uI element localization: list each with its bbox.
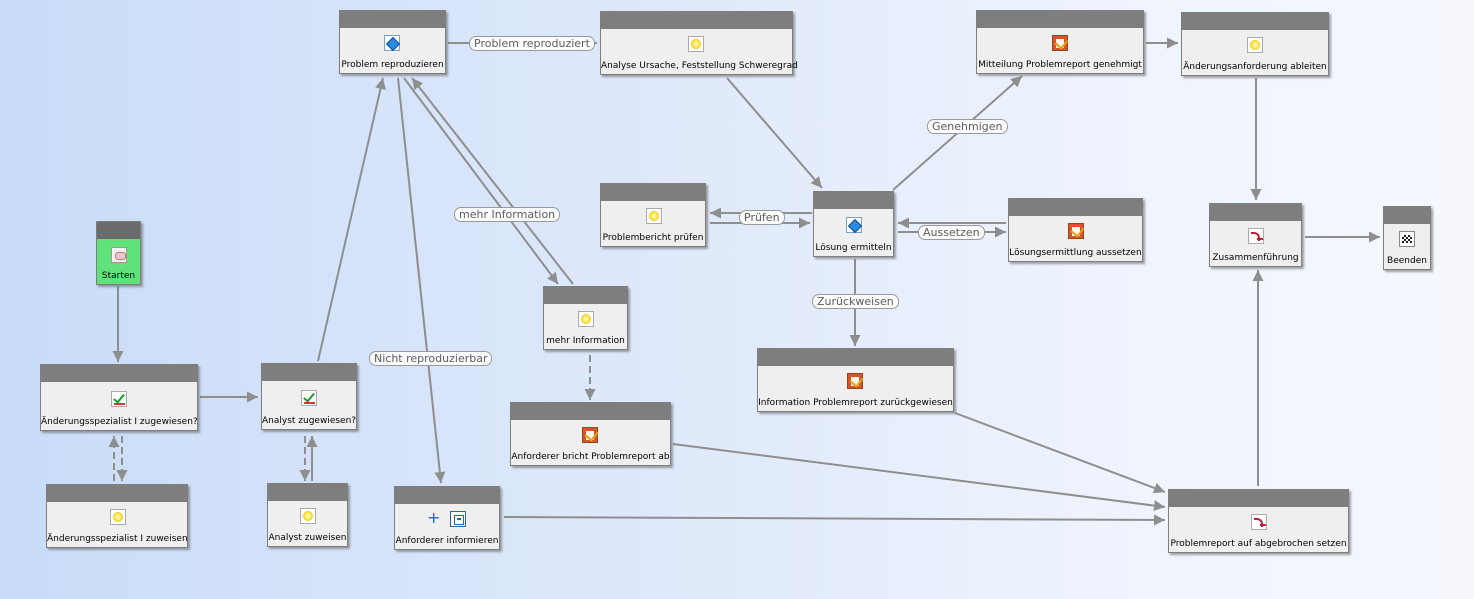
node-loesungsermittlung-aussetzen[interactable]: Lösungsermittlung aussetzen xyxy=(1008,198,1143,262)
check-icon xyxy=(111,391,127,407)
edge-label-pruefen: Prüfen xyxy=(739,210,785,225)
node-label: Lösungsermittlung aussetzen xyxy=(1009,248,1142,258)
node-problembericht-pruefen[interactable]: Problembericht prüfen xyxy=(600,183,706,247)
merge-icon xyxy=(1248,228,1264,244)
clipboard-icon xyxy=(1052,35,1068,51)
clipboard-icon xyxy=(582,427,598,443)
node-analyst-zugewiesen[interactable]: Analyst zugewiesen? xyxy=(261,363,357,430)
node-spezialist-zugewiesen[interactable]: Änderungsspezialist I zugewiesen? xyxy=(40,364,198,431)
edge-label-mehr-information: mehr Information xyxy=(454,207,561,222)
edge-label-zurueckweisen: Zurückweisen xyxy=(812,294,899,309)
edge-analyse-to-loesung xyxy=(726,77,823,189)
start-icon xyxy=(111,247,127,263)
edge-label-problem-reproduziert: Problem reproduziert xyxy=(469,36,595,51)
node-problemreport-abgebrochen[interactable]: Problemreport auf abgebrochen setzen xyxy=(1168,489,1349,553)
node-mitteilung-genehmigt[interactable]: Mitteilung Problemreport genehmigt xyxy=(976,10,1144,74)
edge-reproduzieren-to-mehrinfo xyxy=(403,77,559,285)
edge-label-aussetzen: Aussetzen xyxy=(918,225,985,240)
node-label: Problem reproduzieren xyxy=(341,60,444,70)
node-label: Problembericht prüfen xyxy=(602,233,704,243)
star-icon xyxy=(646,208,662,224)
edge-label-nicht-reproduzierbar: Nicht reproduzierbar xyxy=(369,351,493,366)
edge-analyst-to-reproduzieren xyxy=(317,77,386,362)
star-icon xyxy=(688,36,704,52)
node-anforderer-informieren[interactable]: + Anforderer informieren xyxy=(394,486,500,550)
node-label: Analyst zuweisen xyxy=(268,533,347,543)
node-information-zurueckgewiesen[interactable]: Information Problemreport zurückgewiesen xyxy=(757,348,954,412)
node-label: mehr Information xyxy=(546,336,625,346)
star-icon xyxy=(300,508,316,524)
node-beenden[interactable]: Beenden xyxy=(1383,206,1431,270)
node-loesung-ermitteln[interactable]: Lösung ermitteln xyxy=(813,191,894,257)
finish-flag-icon xyxy=(1399,231,1415,247)
edge-zurueckgewiesen-to-abgebrochen xyxy=(954,412,1166,494)
node-analyse-ursache[interactable]: Analyse Ursache, Feststellung Schweregra… xyxy=(600,11,798,75)
check-icon xyxy=(301,390,317,406)
node-problem-reproduzieren[interactable]: Problem reproduzieren xyxy=(339,10,446,74)
clipboard-icon xyxy=(847,373,863,389)
star-icon xyxy=(110,509,126,525)
edge-mehrinfo-to-reproduzieren xyxy=(411,77,574,285)
node-label: Problemreport auf abgebrochen setzen xyxy=(1170,539,1347,549)
star-icon xyxy=(1247,37,1263,53)
node-label: Zusammenführung xyxy=(1212,253,1299,263)
merge-icon xyxy=(1251,514,1267,530)
node-label: Änderungsspezialist I zugewiesen? xyxy=(41,417,198,427)
node-label: Anforderer informieren xyxy=(395,536,499,546)
node-label: Anforderer bricht Problemreport ab xyxy=(511,452,670,462)
star-icon xyxy=(578,311,594,327)
edge-informieren-to-abgebrochen xyxy=(503,514,1166,526)
node-label: Starten xyxy=(101,271,136,281)
node-label: Lösung ermitteln xyxy=(815,243,892,253)
plus-icon: + xyxy=(427,508,441,527)
node-label: Analyst zugewiesen? xyxy=(262,416,357,426)
node-label: Information Problemreport zurückgewiesen xyxy=(758,398,953,408)
node-anforderer-bricht-ab[interactable]: Anforderer bricht Problemreport ab xyxy=(510,402,671,466)
edge-abbricht-to-abgebrochen xyxy=(672,443,1166,512)
node-starten[interactable]: Starten xyxy=(96,221,141,285)
edge-label-genehmigen: Genehmigen xyxy=(927,119,1008,134)
node-label: Analyse Ursache, Feststellung Schweregra… xyxy=(601,61,798,71)
node-zusammenfuehrung[interactable]: Zusammenführung xyxy=(1209,203,1302,267)
node-label: Mitteilung Problemreport genehmigt xyxy=(978,60,1142,70)
node-label: Änderungsanforderung ableiten xyxy=(1183,62,1327,72)
node-label: Beenden xyxy=(1387,256,1427,266)
inform-icon xyxy=(450,511,466,527)
node-aenderungsanforderung-ableiten[interactable]: Änderungsanforderung ableiten xyxy=(1181,12,1329,76)
clipboard-icon xyxy=(1068,223,1084,239)
node-mehr-information[interactable]: mehr Information xyxy=(543,286,628,350)
edge-reproduzieren-to-informieren xyxy=(397,77,446,484)
node-analyst-zuweisen[interactable]: Analyst zuweisen xyxy=(267,483,348,547)
node-spezialist-zuweisen[interactable]: Änderungsspezialist I zuweisen xyxy=(46,484,188,548)
node-label: Änderungsspezialist I zuweisen xyxy=(47,534,188,544)
diamond-icon xyxy=(384,35,400,51)
diamond-icon xyxy=(846,217,862,233)
